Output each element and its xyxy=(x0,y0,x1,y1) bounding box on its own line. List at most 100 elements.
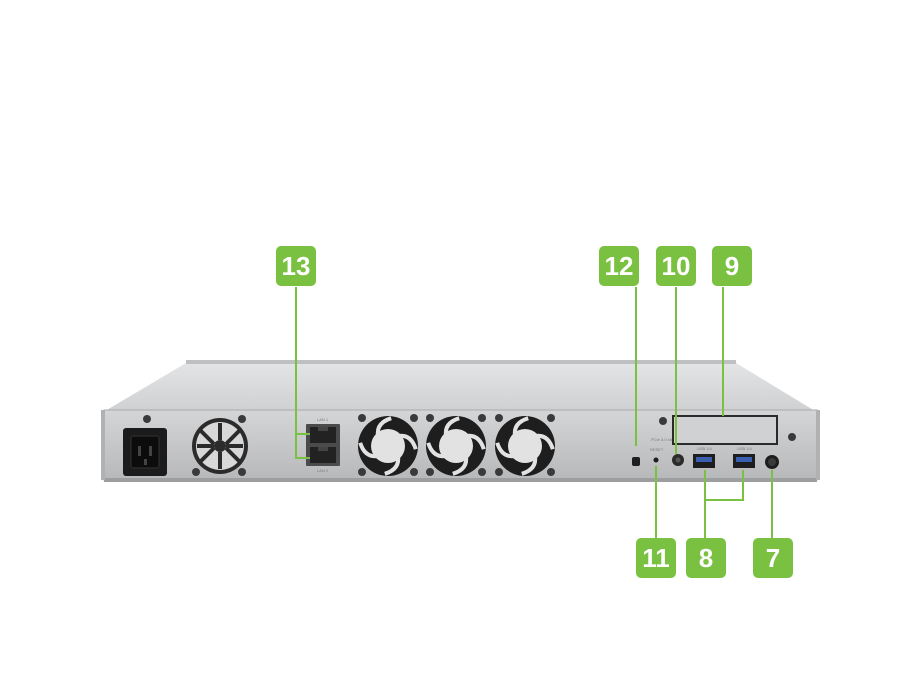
kensington-slot-icon xyxy=(632,457,640,466)
callout-9-box xyxy=(712,246,752,286)
fan-blade xyxy=(452,455,469,476)
usb-port-2-tongue xyxy=(736,457,752,462)
system-fan-3 xyxy=(495,414,555,476)
reset-button[interactable]: RESET xyxy=(650,447,664,463)
reset-label: RESET xyxy=(650,447,664,452)
expansion-port-core xyxy=(675,457,681,463)
expansion-port[interactable] xyxy=(672,454,684,466)
callout-11-box xyxy=(636,538,676,578)
usb-port-1[interactable]: USB 3.0 xyxy=(693,446,715,468)
fan-screw-icon xyxy=(495,414,503,422)
callout-9-label: 9 xyxy=(725,251,739,281)
callout-8: 8 xyxy=(686,538,726,578)
power-pin-left xyxy=(138,446,141,456)
fan-screw-icon xyxy=(547,468,555,476)
fan-screw-icon xyxy=(478,414,486,422)
usb-2-label: USB 3.0 xyxy=(737,446,753,451)
system-fan-2 xyxy=(426,414,486,476)
chassis-top-edge xyxy=(186,360,736,364)
callout-10-label: 10 xyxy=(662,251,691,281)
fan-blade xyxy=(443,416,460,437)
callout-8-label: 8 xyxy=(699,543,713,573)
callout-12-box xyxy=(599,246,639,286)
callout-10-box xyxy=(656,246,696,286)
screw-icon xyxy=(788,433,796,441)
lan-port-1[interactable] xyxy=(310,427,336,443)
screw-icon xyxy=(238,415,246,423)
power-inlet-socket xyxy=(130,435,160,469)
screw-icon xyxy=(659,417,667,425)
screw-icon xyxy=(143,415,151,423)
psu-fan-hub xyxy=(214,440,226,452)
pcie-slot[interactable] xyxy=(672,415,778,445)
fan-screw-icon xyxy=(495,468,503,476)
fan-blade xyxy=(375,416,392,437)
fan-blade xyxy=(426,442,447,459)
callout-7: 7 xyxy=(753,538,793,578)
callout-lines xyxy=(295,287,773,538)
chassis-bottom-edge xyxy=(104,478,817,482)
fan-screw-icon xyxy=(426,414,434,422)
fan-screw-icon xyxy=(547,414,555,422)
fan-hub-area xyxy=(371,429,405,463)
callout-line-13 xyxy=(295,287,310,459)
lan-port-2[interactable] xyxy=(310,447,336,463)
system-fans xyxy=(358,414,555,476)
kensington-slot[interactable] xyxy=(632,457,640,466)
fan-blade xyxy=(465,433,486,450)
screws xyxy=(143,415,796,476)
callout-13: 13 xyxy=(276,246,316,286)
fan-screw-icon xyxy=(358,414,366,422)
callout-8-box xyxy=(686,538,726,578)
system-fan-1 xyxy=(358,414,418,476)
fan-screw-icon xyxy=(358,468,366,476)
power-button-face xyxy=(768,458,776,466)
fan-screw-icon xyxy=(478,468,486,476)
fan-hub-area xyxy=(508,429,542,463)
usb-port-2[interactable]: USB 3.0 xyxy=(733,446,755,468)
lan-ports: LAN 1 LAN 2 xyxy=(306,417,340,473)
callout-12-label: 12 xyxy=(605,251,634,281)
power-inlet[interactable] xyxy=(123,428,167,476)
callout-11-label: 11 xyxy=(642,543,670,573)
screw-icon xyxy=(192,468,200,476)
screw-icon xyxy=(238,468,246,476)
callout-11: 11 xyxy=(636,538,676,578)
rack-ear-right xyxy=(816,410,820,480)
fan-blade xyxy=(512,416,529,437)
callout-13-label: 13 xyxy=(282,251,311,281)
power-pin-right xyxy=(149,446,152,456)
callout-line-8 xyxy=(704,470,744,538)
fan-blade xyxy=(521,455,538,476)
lan-port-2-clip xyxy=(318,447,328,451)
callout-9: 9 xyxy=(712,246,752,286)
callout-13-box xyxy=(276,246,316,286)
callout-12: 12 xyxy=(599,246,639,286)
fan-screw-icon xyxy=(426,468,434,476)
callout-7-label: 7 xyxy=(766,543,780,573)
reset-hole-icon xyxy=(653,457,659,463)
usb-port-1-tongue xyxy=(696,457,712,462)
fan-blade xyxy=(534,433,555,450)
fan-screw-icon xyxy=(410,468,418,476)
pcie-label: PCIe 3.0 x8 xyxy=(651,437,673,442)
fan-blade xyxy=(495,442,516,459)
lan-1-label: LAN 1 xyxy=(317,417,329,422)
fan-blade xyxy=(384,455,401,476)
fan-blade xyxy=(358,442,379,459)
power-button[interactable] xyxy=(765,455,779,469)
usb-1-label: USB 3.0 xyxy=(697,446,713,451)
psu-fan xyxy=(192,418,248,474)
rack-ear-left xyxy=(101,410,105,480)
power-pin-ground xyxy=(144,459,147,465)
callout-10: 10 xyxy=(656,246,696,286)
fan-blade xyxy=(397,433,418,450)
lan-2-label: LAN 2 xyxy=(317,468,329,473)
chassis-top xyxy=(105,363,815,411)
fan-screw-icon xyxy=(410,414,418,422)
fan-hub-area xyxy=(439,429,473,463)
callout-7-box xyxy=(753,538,793,578)
lan-port-1-clip xyxy=(318,427,328,431)
